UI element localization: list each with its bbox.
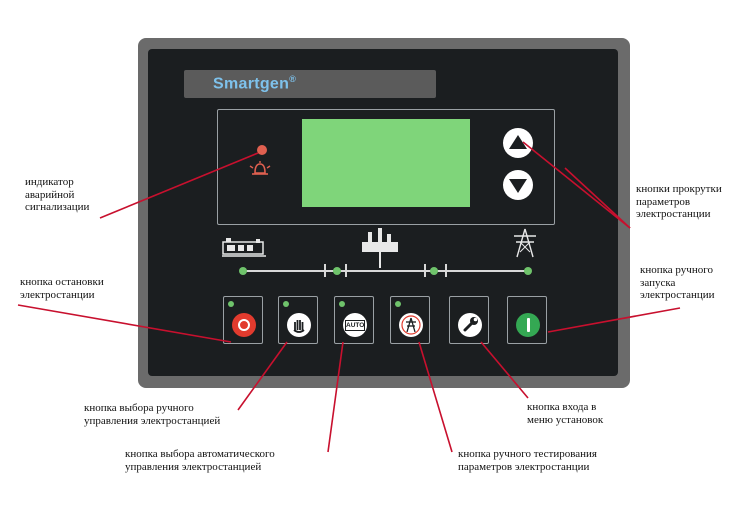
test-button[interactable] [390, 296, 430, 344]
auto-icon: AUTO [343, 313, 367, 337]
test-tower-icon [399, 313, 423, 337]
load-factory-icon [362, 228, 398, 268]
auto-label: AUTO [345, 320, 365, 331]
auto-mode-button[interactable]: AUTO [334, 296, 374, 344]
manual-mode-button[interactable] [278, 296, 318, 344]
scroll-down-button[interactable] [503, 170, 533, 200]
breaker-left-b [345, 264, 347, 277]
settings-button[interactable] [449, 296, 489, 344]
settings-label: кнопка входа в меню установок [527, 401, 604, 426]
mains-led [524, 267, 532, 275]
generator-led [239, 267, 247, 275]
arrow-down-icon [509, 179, 527, 193]
mains-breaker-led [430, 267, 438, 275]
test-led [395, 301, 401, 307]
wrench-icon [458, 313, 482, 337]
brand-logo: Smartgen® [213, 74, 297, 93]
generator-icon [222, 238, 266, 257]
bus-line [244, 270, 528, 272]
auto-led [339, 301, 345, 307]
manual-led [283, 301, 289, 307]
hand-icon [287, 313, 311, 337]
arrow-up-icon [509, 135, 527, 149]
lcd-screen [302, 119, 470, 207]
gen-breaker-led [333, 267, 341, 275]
stop-button[interactable] [223, 296, 263, 344]
breaker-right [424, 264, 426, 277]
breaker-right-b [445, 264, 447, 277]
alarm-led [257, 145, 267, 155]
auto-mode-label: кнопка выбора автоматического управления… [125, 448, 275, 473]
scroll-up-button[interactable] [503, 128, 533, 158]
start-button[interactable] [507, 296, 547, 344]
alarm-bell-icon [249, 161, 271, 175]
test-label: кнопка ручного тестирования параметров э… [458, 448, 597, 473]
power-tower-icon [514, 228, 536, 258]
manual-mode-label: кнопка выбора ручного управления электро… [84, 402, 221, 427]
scroll-label: кнопки прокрутки параметров электростанц… [636, 183, 722, 220]
manual-start-label: кнопка ручного запуска электростанции [640, 264, 715, 301]
stop-label: кнопка остановки электростанции [20, 276, 104, 301]
brand-bar [184, 70, 436, 98]
start-icon [516, 313, 540, 337]
stop-icon [232, 313, 256, 337]
alarm-label: индикатор аварийной сигнализации [25, 176, 90, 213]
stop-led [228, 301, 234, 307]
breaker-left [324, 264, 326, 277]
